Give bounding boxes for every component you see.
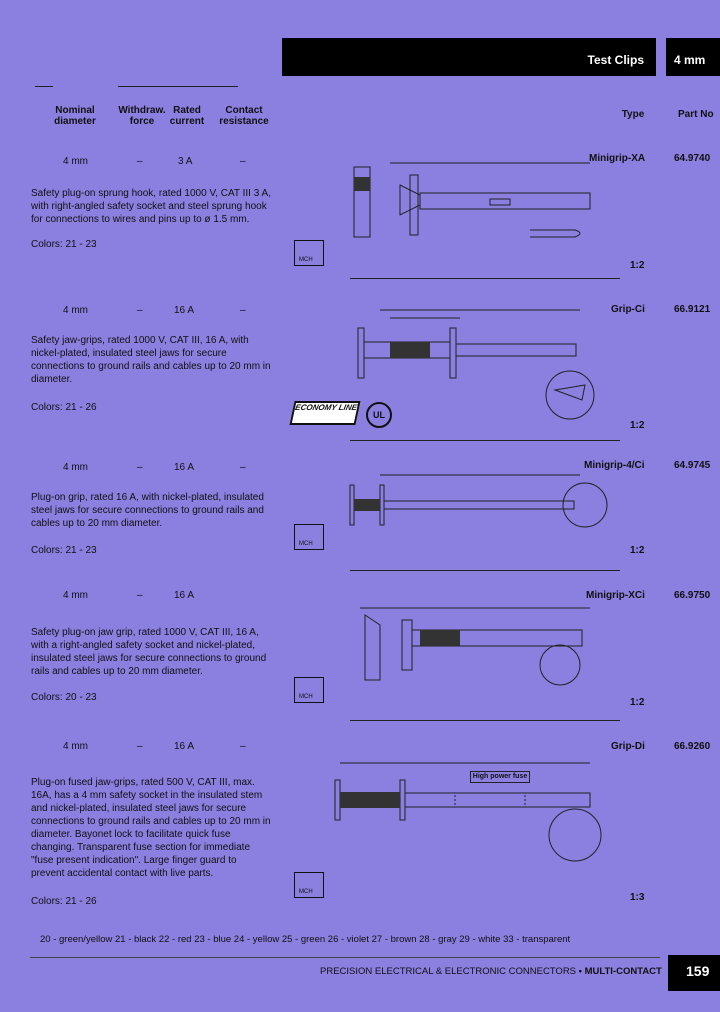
logo-text: MCH [299,541,313,547]
diameter: 4 mm [63,462,88,473]
scale: 1:3 [630,892,645,903]
fuse-label: High power fuse [470,771,530,783]
row-divider [350,278,620,279]
resistance: – [240,305,246,316]
logo-text: MCH [299,257,313,263]
colors: Colors: 21 - 26 [31,402,97,413]
mch-logo: MCH [294,524,324,550]
part-number: 66.9750 [674,590,711,601]
colors: Colors: 21 - 26 [31,896,97,907]
header-rule-mid [118,86,238,87]
current: 16 A [174,305,195,316]
part-number: 66.9260 [674,741,711,752]
current: 16 A [174,590,195,601]
mch-logo: MCH [294,872,324,898]
colors: Colors: 21 - 23 [31,239,97,250]
resistance: – [240,462,246,473]
row-divider [350,720,620,721]
logo-text: MCH [299,889,313,895]
logo-text: MCH [299,694,313,700]
col-nominal: Nominal diameter [54,105,96,127]
header-rule-left [35,86,53,87]
header-title: Test Clips [587,53,644,67]
colors: Colors: 21 - 23 [31,545,97,556]
diameter: 4 mm [63,741,88,752]
withdraw: – [137,590,143,601]
mch-logo: MCH [294,240,324,266]
minigrip-xa-drawing [353,162,591,238]
withdraw: – [137,156,143,167]
mch-logo: MCH [294,677,324,703]
minigrip-xci-drawing [360,607,590,686]
header-size: 4 mm [674,53,706,67]
colors: Colors: 20 - 23 [31,692,97,703]
economy-badge-text: ECONOMY LINE [294,403,358,412]
scale: 1:2 [630,420,645,431]
ul-logo: UL [366,402,392,428]
product-type: Grip-Ci [611,304,645,315]
footer: PRECISION ELECTRICAL & ELECTRONIC CONNEC… [320,966,662,977]
resistance: – [240,741,246,752]
scale: 1:2 [630,545,645,556]
grip-di-drawing [334,762,602,862]
part-number: 66.9121 [674,304,711,315]
col-contact: Contact resistance [219,105,269,127]
description: Safety plug-on sprung hook, rated 1000 V… [31,188,271,225]
minigrip-4ci-drawing [349,474,608,528]
footer-brand: • MULTI-CONTACT [578,966,662,977]
product-type: Minigrip-4/Ci [584,460,645,471]
scale: 1:2 [630,697,645,708]
col-rated: Rated current [169,105,205,127]
ul-text: UL [373,410,385,420]
scale: 1:2 [630,260,645,271]
description: Plug-on fused jaw-grips, rated 500 V, CA… [31,777,271,879]
fuse-label-text: High power fuse [472,773,528,780]
withdraw: – [137,305,143,316]
row-divider [350,570,620,571]
product-type: Minigrip-XA [589,153,646,164]
part-number: 64.9745 [674,460,711,471]
header-size-box: 4 mm [666,38,720,76]
row-divider [350,440,620,441]
description: Plug-on grip, rated 16 A, with nickel-pl… [31,492,264,529]
footer-text: PRECISION ELECTRICAL & ELECTRONIC CONNEC… [320,966,577,977]
current: 16 A [174,462,195,473]
header-bar: Test Clips [282,38,656,76]
current: 16 A [174,741,195,752]
col-partno: Part No [678,109,714,120]
product-type: Minigrip-XCi [586,590,645,601]
resistance: – [240,156,246,167]
withdraw: – [137,462,143,473]
diameter: 4 mm [63,305,88,316]
color-legend: 20 - green/yellow 21 - black 22 - red 23… [40,934,571,945]
diameter: 4 mm [63,156,88,167]
grip-ci-drawing [357,309,595,420]
col-type: Type [621,109,645,120]
product-type: Grip-Di [611,741,645,752]
description: Safety plug-on jaw grip, rated 1000 V, C… [31,627,267,677]
col-withdraw: Withdraw. force [118,105,166,127]
footer-rule [30,957,660,958]
part-number: 64.9740 [674,153,711,164]
diameter: 4 mm [63,590,88,601]
current: 3 A [178,156,193,167]
description: Safety jaw-grips, rated 1000 V, CAT III,… [31,335,271,385]
page-number: 159 [668,955,720,991]
withdraw: – [137,741,143,752]
